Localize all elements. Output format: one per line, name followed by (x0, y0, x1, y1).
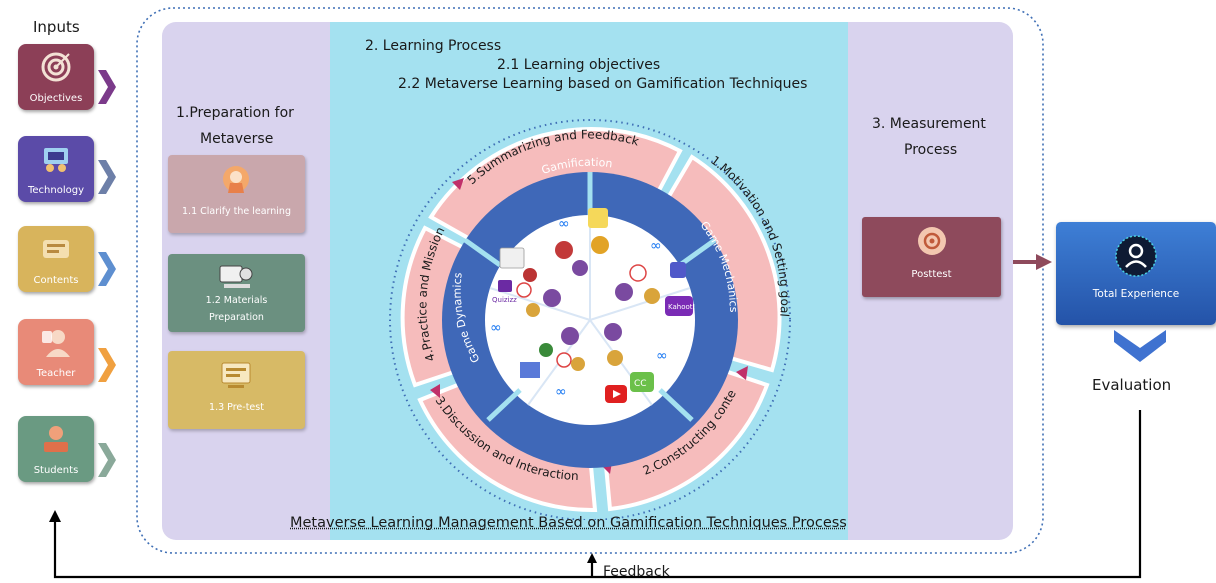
mentimeter-icon (520, 362, 540, 378)
step-label: 1.2 Materials (205, 295, 268, 306)
metaverse-gamification-label: 2.2 Metaverse Learning based on Gamifica… (398, 76, 808, 92)
input-contents: Contents (18, 226, 94, 292)
input-label: Teacher (36, 368, 76, 379)
posttest-box: Posttest (862, 217, 1001, 297)
kahoot-label: Kahoot! (668, 303, 695, 311)
step-label: 1.1 Clarify the learning (182, 206, 291, 217)
medal-icon (571, 357, 585, 371)
teacher-icon (42, 330, 70, 357)
input-objectives: Objectives (18, 44, 94, 110)
chevron-right-icon (98, 348, 116, 382)
input-label: Students (33, 465, 79, 476)
medal-icon (644, 288, 660, 304)
gamification-wheel: 5.Summarizing and Feedback 1.Motivation … (380, 110, 792, 520)
feedback-arrowhead-center (587, 553, 597, 563)
chevron-right-icon (98, 252, 116, 286)
cc-icon (630, 372, 654, 392)
posttest-label: Posttest (911, 269, 952, 280)
step-pre-test: 1.3 Pre-test (168, 351, 305, 429)
plus-badge-icon (629, 264, 647, 282)
input-technology: Technology (18, 136, 94, 202)
classroom-icon (499, 247, 525, 269)
learning-process-title: 2. Learning Process (365, 38, 502, 54)
meta-icon: ∞ (490, 320, 502, 336)
computer-icon (219, 265, 253, 288)
feedback-label: Feedback (603, 564, 670, 580)
measurement-title-line2: Process (904, 142, 958, 158)
app-icons: ∞ ∞ Kahoot! Quizizz ∞ ∞ ∞ CC (490, 208, 695, 403)
preparation-title-line2: Metaverse (200, 131, 274, 147)
to-evaluation-arrow (1036, 254, 1052, 270)
input-label: Contents (33, 275, 79, 286)
process-title: Metaverse Learning Management Based on G… (290, 515, 847, 531)
outer-dotted-frame (136, 7, 1044, 554)
chevron-right-icon (98, 70, 116, 104)
step-materials-preparation: 1.2 Materials Preparation (168, 254, 305, 332)
total-experience-box: Total Experience (1056, 222, 1216, 325)
preparation-title-line1: 1.Preparation for (176, 105, 294, 121)
quizizz-label: Quizizz (492, 296, 517, 304)
avatar-icon (572, 260, 588, 276)
chevron-right-icon (98, 160, 116, 194)
students-icon (44, 426, 68, 452)
avatar-icon (604, 323, 622, 341)
step-label: Preparation (209, 312, 264, 323)
total-experience-label: Total Experience (1092, 288, 1180, 300)
medal-icon (526, 303, 540, 317)
chevron-down-icon (1114, 330, 1166, 362)
plus-badge-icon (516, 282, 532, 298)
compass-icon (539, 343, 553, 357)
input-students: Students (18, 416, 94, 482)
target-icon (41, 52, 71, 82)
inputs-title: Inputs (33, 18, 80, 36)
step-clarify-learning: 1.1 Clarify the learning (168, 155, 305, 233)
meta-icon: ∞ (558, 216, 570, 232)
measurement-title-line1: 3. Measurement (872, 116, 986, 132)
feedback-line (53, 410, 1142, 579)
test-icon (221, 362, 251, 388)
meta-icon: ∞ (650, 238, 662, 254)
avatar-icon (615, 283, 633, 301)
gear-brain-icon (918, 227, 946, 255)
input-label: Technology (27, 185, 84, 196)
user-circle-icon (1115, 235, 1157, 277)
cc-label: CC (634, 379, 647, 389)
meta-icon: ∞ (656, 348, 668, 364)
avatar-icon (523, 268, 537, 282)
avatar-icon (543, 289, 561, 307)
evaluation-label: Evaluation (1092, 376, 1172, 394)
chevron-right-icon (98, 443, 116, 477)
quizizz-icon (498, 280, 512, 292)
teams-icon (670, 262, 686, 278)
avatar-icon (555, 241, 573, 259)
technology-icon (44, 148, 68, 172)
contents-icon (43, 240, 69, 258)
learning-objectives-label: 2.1 Learning objectives (497, 57, 661, 73)
input-teacher: Teacher (18, 319, 94, 385)
meta-icon: ∞ (555, 384, 567, 400)
input-label: Objectives (29, 93, 83, 104)
kahoot-icon (665, 296, 693, 316)
avatar-icon (561, 327, 579, 345)
medal-icon (607, 350, 623, 366)
note-icon (588, 208, 608, 228)
feedback-arrowhead-left (49, 510, 61, 522)
step-label: 1.3 Pre-test (209, 402, 264, 413)
head-icon (223, 166, 249, 193)
trophy-icon (591, 236, 609, 254)
plus-badge-icon (556, 352, 572, 368)
